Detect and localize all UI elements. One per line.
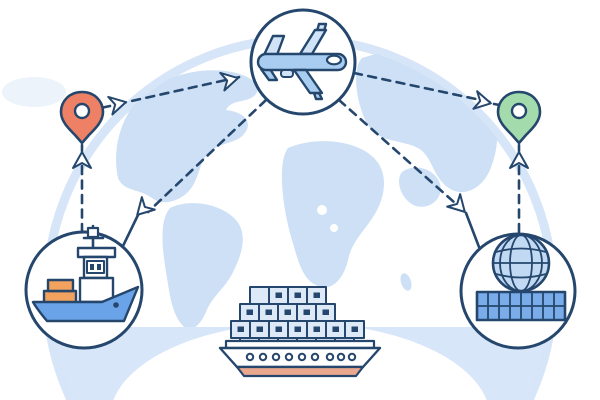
world-map	[50, 45, 550, 400]
continent-arabia	[398, 167, 441, 207]
port-ship-icon	[31, 224, 140, 323]
continent-south-america	[162, 203, 243, 330]
continent-africa	[281, 141, 384, 288]
background-cloud	[2, 77, 66, 107]
arrowhead-icon	[129, 196, 156, 223]
sea-port-node	[24, 224, 144, 350]
ship-portholes	[245, 352, 357, 362]
continent-north-america	[116, 70, 258, 203]
route-stub	[121, 213, 140, 248]
route-origin-to-plane	[116, 74, 246, 106]
container-grid-icon	[475, 290, 567, 322]
map-lake	[330, 224, 338, 232]
global-distribution-node	[459, 232, 577, 350]
destination-pin	[496, 90, 542, 145]
container-ship-illustration	[218, 286, 382, 378]
route-stub	[464, 211, 481, 249]
route-plane-to-destination	[352, 71, 492, 104]
route-plane-to-port	[146, 98, 268, 214]
route-plane-to-distribution	[337, 98, 457, 205]
airplane-icon	[256, 22, 348, 101]
map-lake	[317, 205, 327, 215]
air-freight-node	[249, 8, 357, 116]
route-lines	[72, 68, 529, 249]
ground-cloud	[110, 323, 490, 400]
origin-pin	[59, 90, 105, 145]
ship-keel-stripe	[235, 365, 365, 378]
globe-containers-icon	[475, 233, 567, 322]
island-madagascar	[400, 273, 412, 291]
